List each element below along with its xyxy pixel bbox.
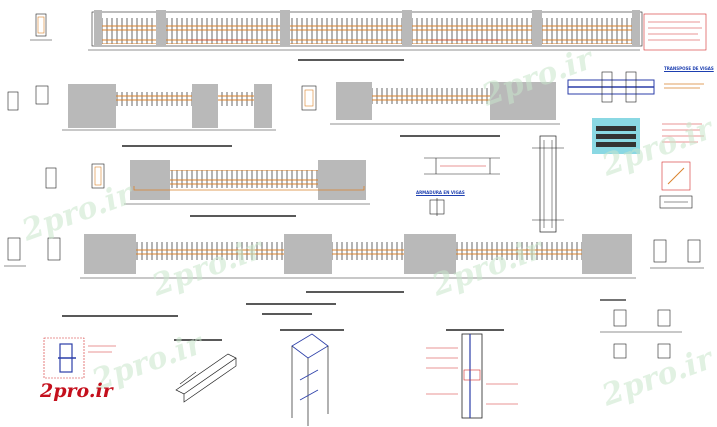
corner-detail-red [659,161,693,209]
view-title-bars [62,303,504,331]
beam-elevation-row-2a [62,84,276,147]
beam-elevation-row-1 [88,10,643,61]
section-details-row-1 [30,13,52,41]
mid-title: ARMADURA EN VIGAS [416,190,465,195]
section-details-row-2 [7,85,317,111]
watermark-logo: 2pro.ir [40,380,113,402]
column-elevation-detail [426,333,518,419]
section-details-row-4 [4,237,704,269]
small-detail-mid [429,198,445,216]
right-title: TRANSPOSE DE VIGAS [664,66,714,71]
section-details-row-3 [45,163,105,189]
beam-elevation-row-4 [80,234,636,293]
channel-beam-3d [174,339,237,403]
right-notes-row-2 [662,83,704,143]
beam-plan-blue [567,71,655,103]
notes-block [643,13,707,51]
connection-detail-left [43,337,116,379]
small-details-bottom-right [600,299,682,359]
i-beam-section-small [424,157,500,175]
beam-elevation-row-3 [124,160,370,217]
column-section-vertical [532,135,564,233]
column-3d-blue [291,333,329,426]
schedule-table [592,118,640,154]
beam-elevation-row-2b [330,82,560,137]
